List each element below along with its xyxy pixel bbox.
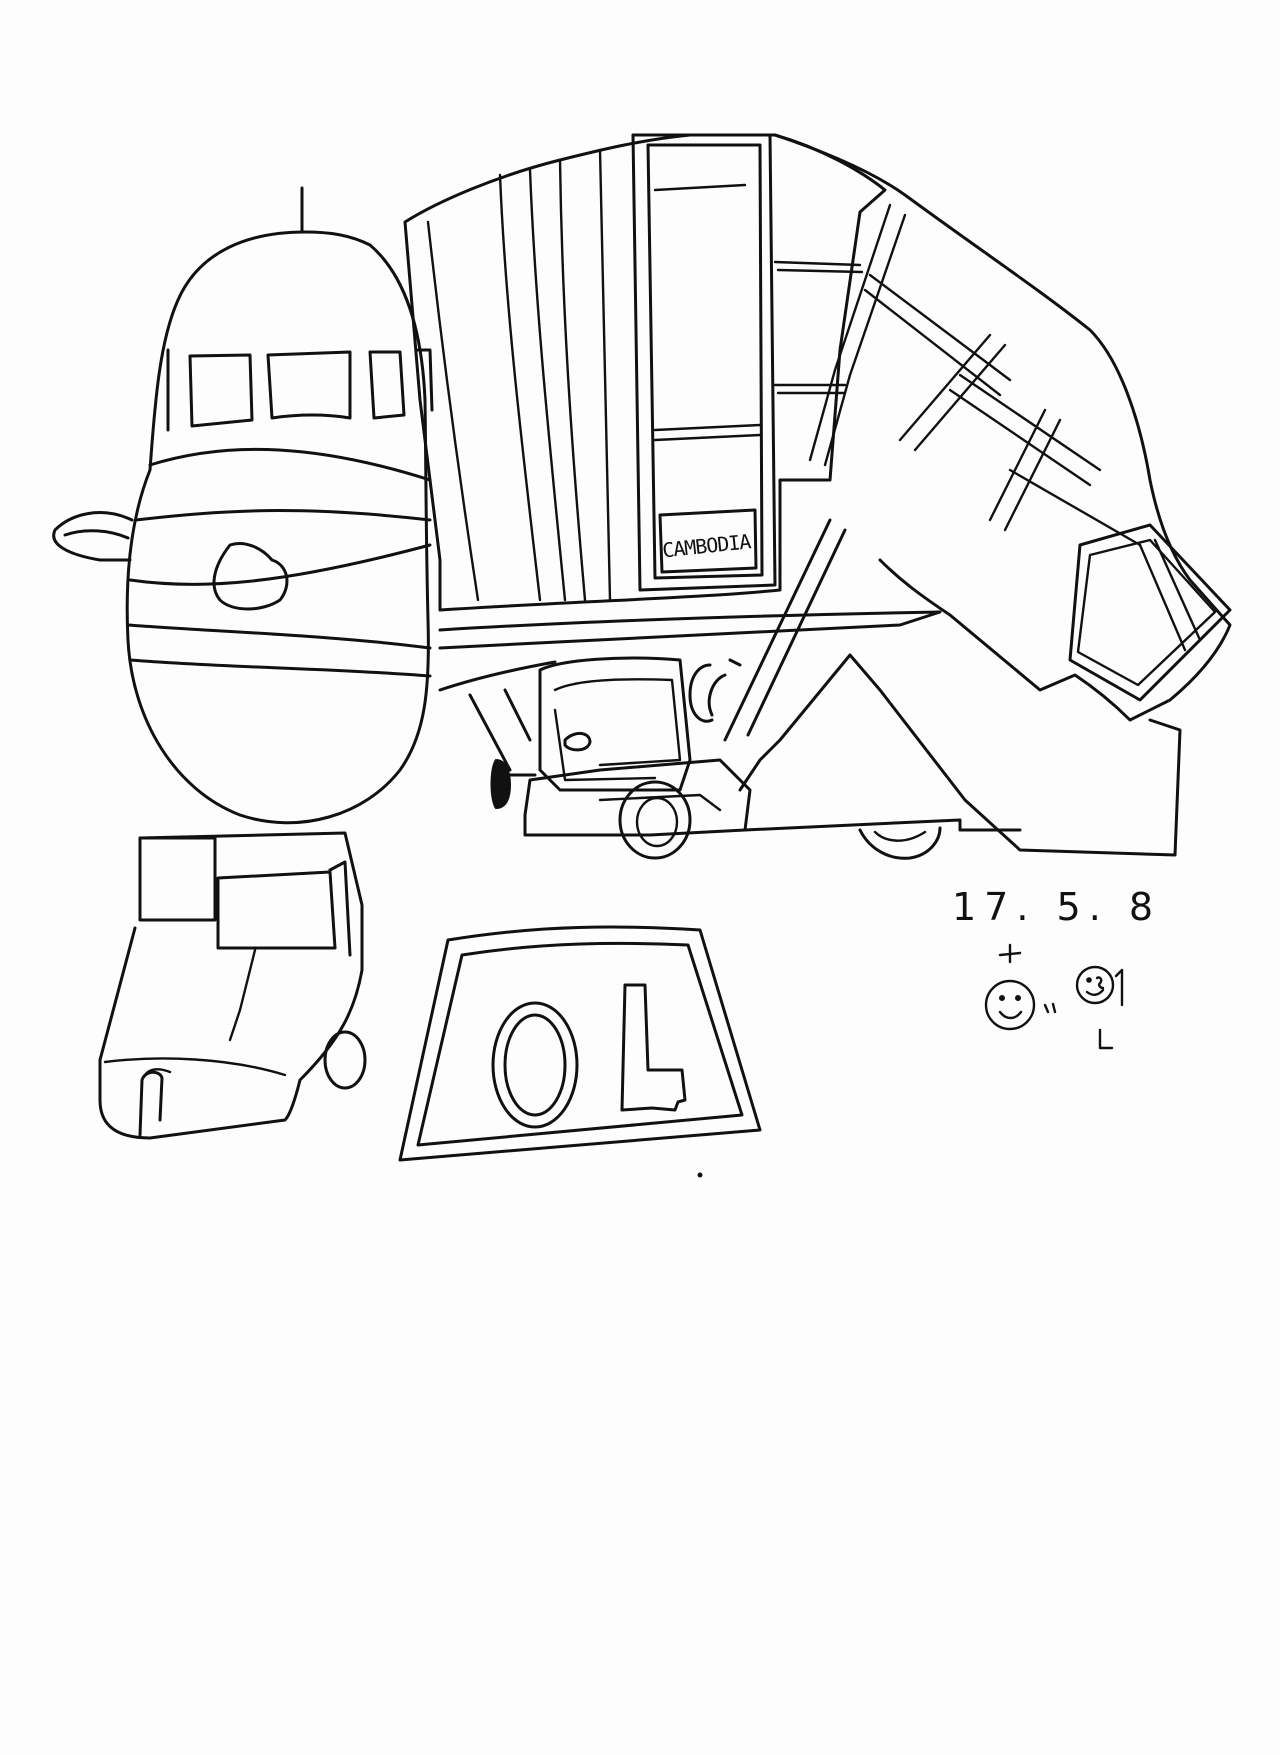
- paper-speck: [697, 1172, 703, 1178]
- jet-bridge-rotunda: [403, 133, 887, 612]
- airplane-wing: [438, 610, 942, 650]
- fuselage-stripe-2: [134, 509, 432, 522]
- door-sign-box: [658, 508, 758, 574]
- nose-gear-strut: [468, 688, 532, 772]
- airplane: [52, 186, 434, 825]
- jet-bridge-cab: [1068, 523, 1232, 702]
- door-sign-text: CAMBODIA: [661, 529, 752, 562]
- baggage-tractor: [98, 831, 367, 1140]
- pushback-inner: [416, 941, 744, 1147]
- fuselage-stripe-3: [128, 543, 432, 586]
- signature-face-left: [984, 979, 1036, 1031]
- cockpit-window-far-right: [416, 348, 434, 412]
- pushback-digit-zero-outer: [491, 1001, 579, 1129]
- truck-chassis: [523, 758, 752, 837]
- tractor-seat: [138, 1070, 164, 1137]
- stair-platform: [738, 653, 1182, 857]
- nose-radome: [212, 542, 289, 611]
- tractor-window: [216, 870, 337, 950]
- cockpit-window-center: [266, 350, 352, 420]
- stair-boom: [723, 518, 847, 742]
- stair-truck: [523, 518, 1182, 860]
- cockpit-window-left: [188, 353, 254, 428]
- jet-bridge-door-inner: [646, 143, 764, 580]
- artist-signature: [984, 943, 1124, 1050]
- date-label: 17. 5. 8: [952, 885, 1162, 929]
- truck-wheel-front: [618, 780, 692, 860]
- truck-mirror: [563, 732, 592, 752]
- engine-left: [52, 511, 134, 562]
- pushback-digit-one: [620, 983, 687, 1112]
- jet-bridge: CAMBODIA: [403, 133, 1232, 810]
- fuselage-stripe-5: [128, 658, 432, 678]
- truck-wheel-rear: [688, 663, 714, 723]
- signature-face-right: [1075, 965, 1115, 1005]
- cockpit-window-right: [368, 350, 406, 420]
- tractor-roof: [138, 836, 217, 922]
- jet-bridge-door-frame: [631, 133, 777, 592]
- airplane-fuselage: [125, 230, 430, 825]
- stair-wheel: [858, 826, 942, 860]
- truck-cab: [538, 656, 692, 792]
- pushback-outer: [398, 925, 762, 1162]
- tractor-wheel: [323, 1030, 367, 1090]
- nose-gear-wheel: [490, 758, 512, 810]
- fuselage-stripe-1: [148, 447, 432, 482]
- tractor-body: [98, 831, 364, 1140]
- pushback-digit-zero-inner: [503, 1013, 567, 1117]
- jet-bridge-tunnel: [773, 133, 1232, 722]
- pushback-vehicle: [398, 925, 762, 1162]
- fuselage-stripe-4: [126, 623, 432, 650]
